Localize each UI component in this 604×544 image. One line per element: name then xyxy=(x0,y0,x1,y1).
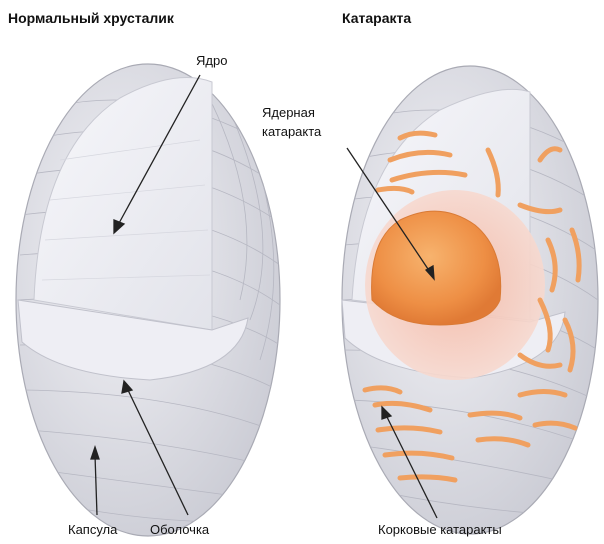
cataract-lens xyxy=(342,66,598,534)
label-nuclear-cataract-line1: Ядерная xyxy=(262,104,315,121)
normal-lens xyxy=(16,64,280,536)
label-capsule: Капсула xyxy=(68,521,117,538)
label-cortex: Оболочка xyxy=(150,521,209,538)
label-nuclear-cataract-line2: катаракта xyxy=(262,123,321,140)
label-nucleus: Ядро xyxy=(196,52,227,69)
label-cortical-cataracts: Корковые катаракты xyxy=(378,521,502,538)
normal-lens-cut-back xyxy=(34,78,212,330)
